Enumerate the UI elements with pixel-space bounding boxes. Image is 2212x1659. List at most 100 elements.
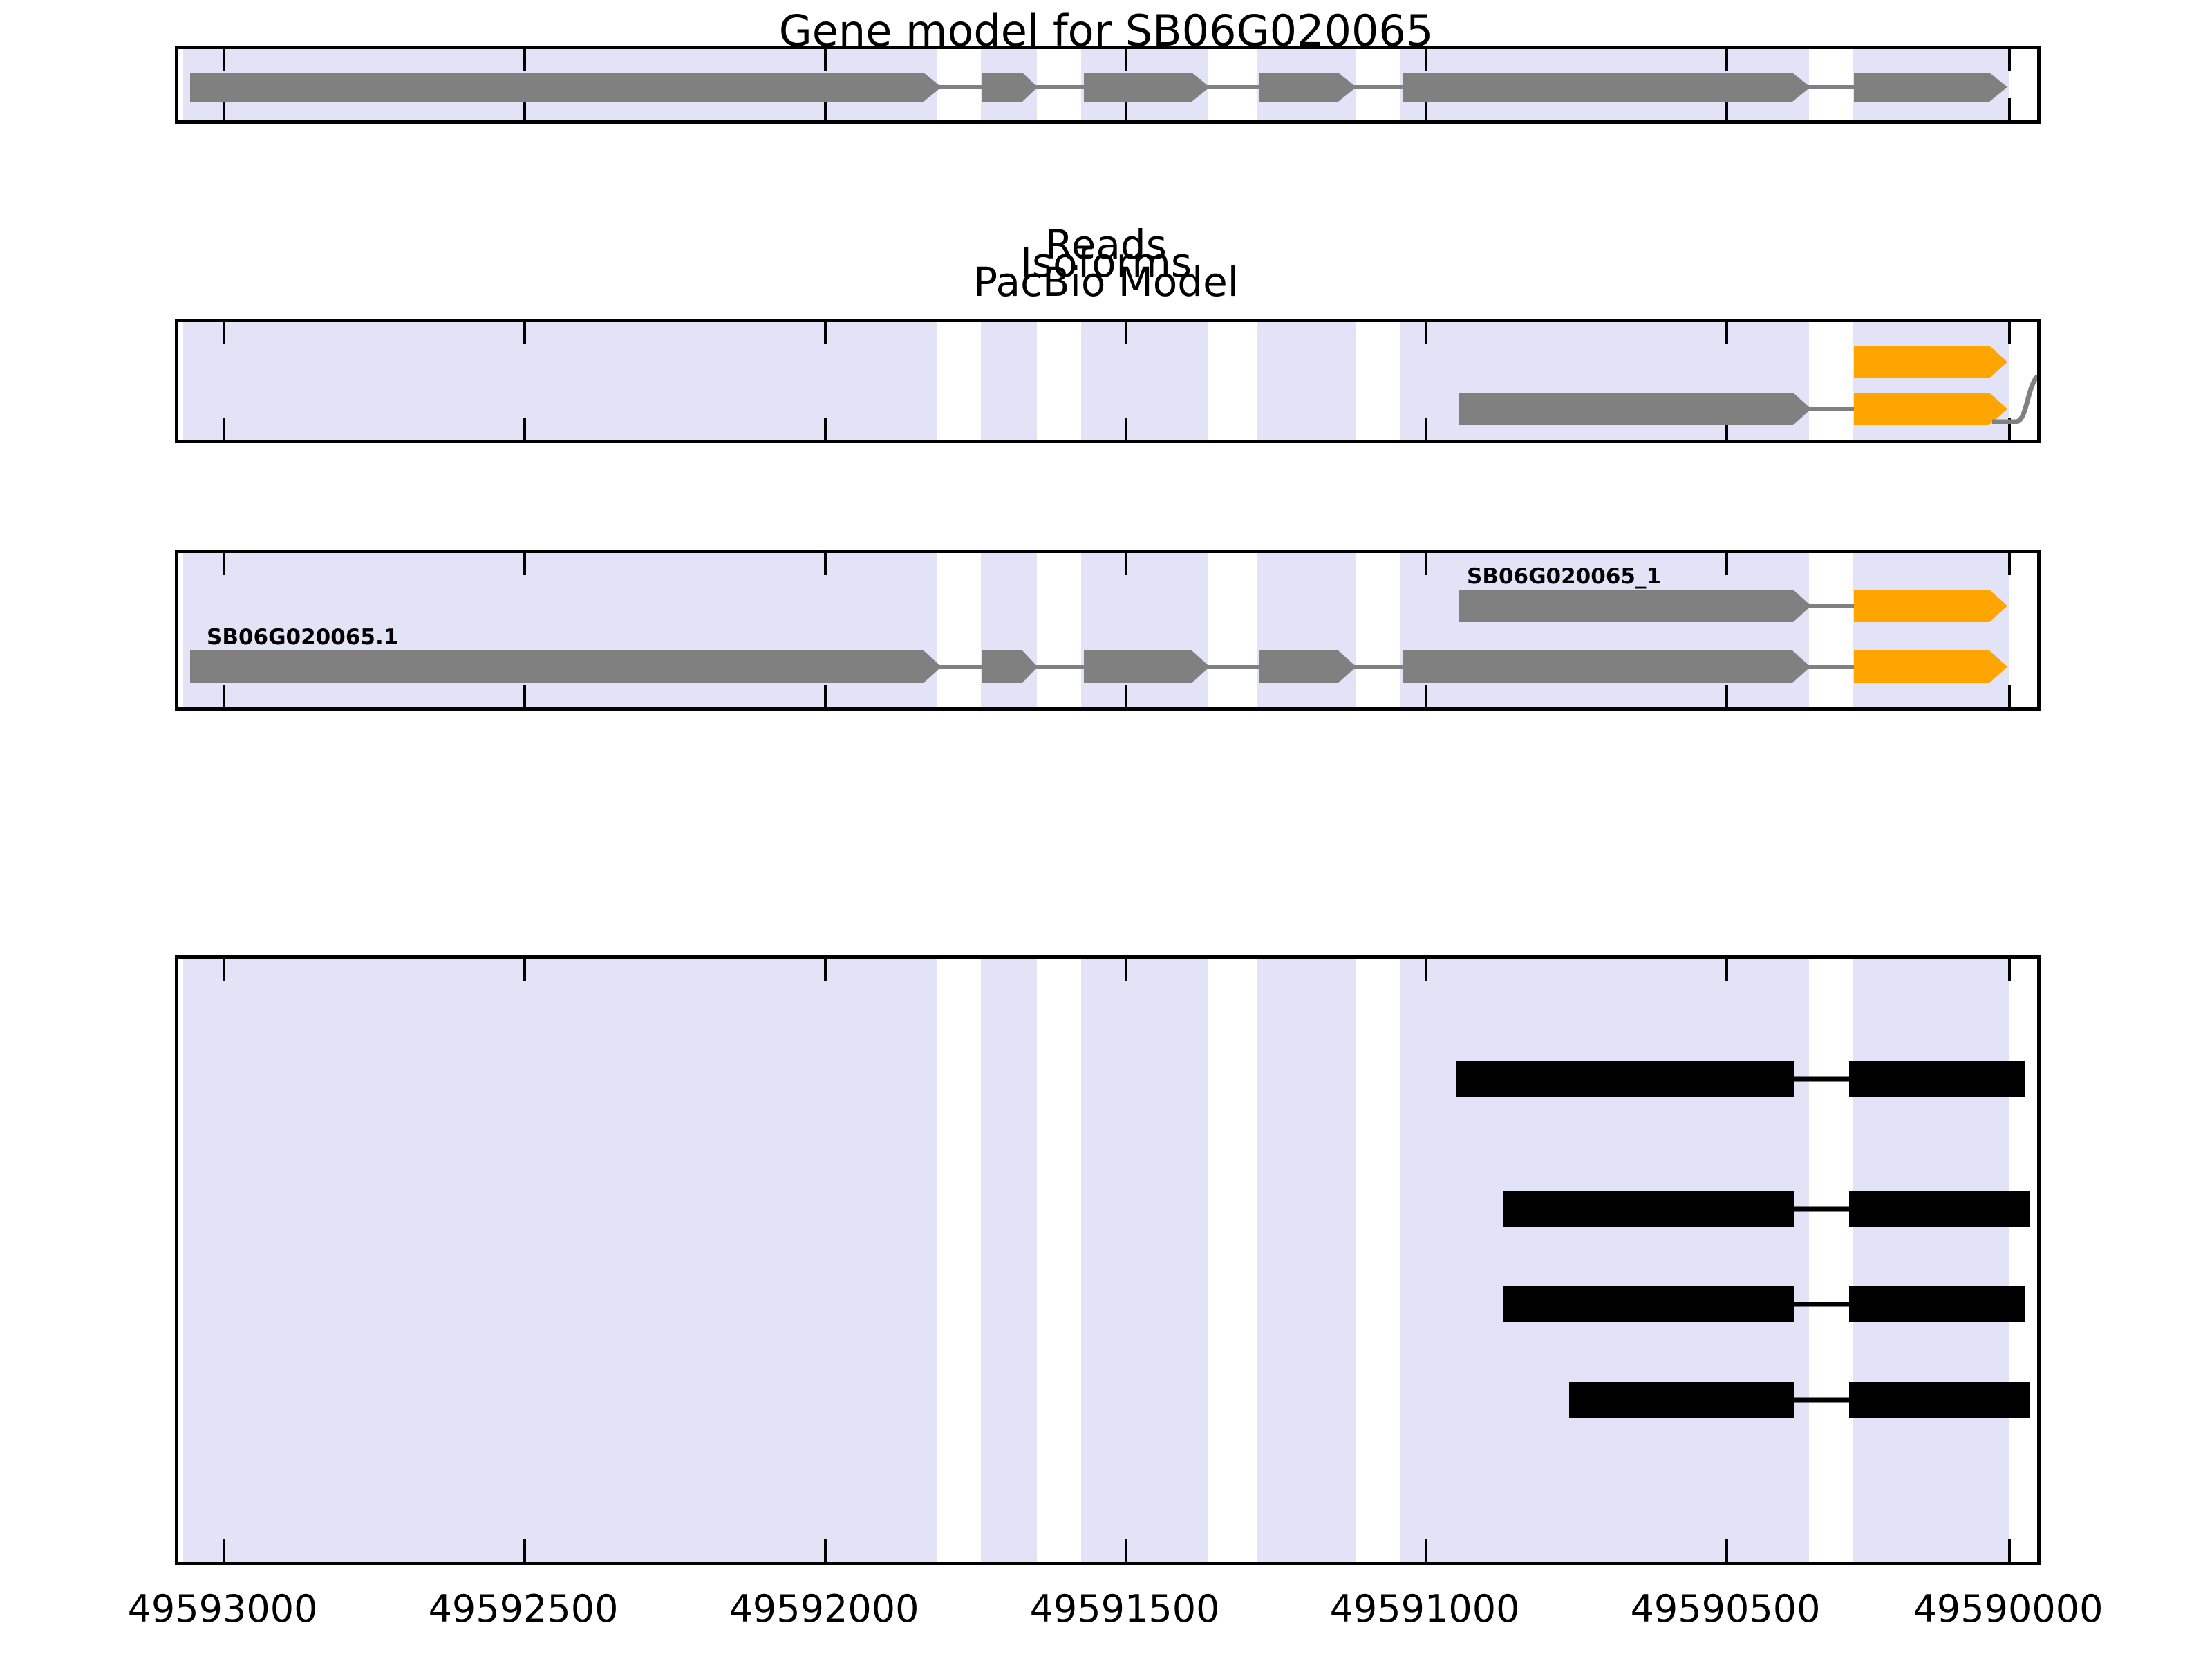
exon-highlight-band <box>1257 959 1356 1562</box>
panel-reads <box>175 955 2041 1565</box>
axis-tick <box>2008 1539 2011 1562</box>
read-row[interactable] <box>178 1382 2037 1418</box>
exon-block[interactable] <box>1459 393 1811 425</box>
read-row[interactable] <box>178 1286 2037 1322</box>
x-axis-tick-label: 49590500 <box>1630 1587 1821 1631</box>
intron-line <box>1790 1397 1853 1403</box>
exon-highlight-band <box>183 959 937 1562</box>
isoform-row[interactable] <box>178 650 2037 683</box>
read-block[interactable] <box>1849 1286 2025 1322</box>
panel-title-reads: Reads <box>1045 221 1167 268</box>
axis-tick <box>2008 959 2011 981</box>
axis-tick <box>824 418 827 440</box>
intron-line <box>1351 85 1406 89</box>
exon-highlight-band <box>1400 959 1809 1562</box>
axis-tick <box>1725 959 1728 981</box>
panel-title-pacbio: PacBio Model <box>973 259 1239 306</box>
axis-tick <box>523 1539 526 1562</box>
intron-line <box>1790 1076 1853 1082</box>
axis-tick <box>2008 322 2011 344</box>
axis-tick <box>2008 98 2011 120</box>
exon-block[interactable] <box>1854 590 2007 622</box>
axis-tick <box>824 685 827 707</box>
axis-tick <box>223 49 225 71</box>
axis-tick <box>824 1539 827 1562</box>
panel-title-isoforms: Isoforms <box>1020 239 1192 286</box>
axis-tick <box>1725 98 1728 120</box>
axis-tick <box>1725 553 1728 575</box>
axis-tick <box>1125 49 1127 71</box>
highlight-bands-reads <box>178 959 2037 1562</box>
intron-line <box>1205 664 1263 669</box>
axis-tick <box>2008 685 2011 707</box>
axis-tick <box>1425 553 1427 575</box>
axis-tick <box>223 959 225 981</box>
read-row[interactable] <box>178 1061 2037 1097</box>
axis-tick <box>824 49 827 71</box>
axis-tick <box>824 553 827 575</box>
exon-highlight-band <box>981 322 1037 440</box>
intron-line <box>937 664 986 669</box>
exon-block[interactable] <box>1854 346 2007 378</box>
isoform-row[interactable] <box>178 590 2037 622</box>
axis-tick <box>1425 49 1427 71</box>
axis-tick <box>1725 685 1728 707</box>
exon-highlight-band <box>1257 322 1356 440</box>
read-block[interactable] <box>1503 1286 1794 1322</box>
exon-block[interactable] <box>1084 650 1210 683</box>
axis-tick <box>223 322 225 344</box>
exon-highlight-band <box>1081 959 1208 1562</box>
x-axis-tick-label: 49593000 <box>127 1587 318 1631</box>
exon-block[interactable] <box>1854 650 2007 683</box>
axis-tick <box>523 553 526 575</box>
intron-line <box>937 85 986 89</box>
axis-tick <box>1125 1539 1127 1562</box>
axis-tick <box>523 49 526 71</box>
read-block[interactable] <box>1849 1191 2030 1227</box>
axis-ticks-gene <box>178 49 2037 120</box>
intron-line <box>1790 1206 1853 1212</box>
axis-tick <box>1125 322 1127 344</box>
exon-block[interactable] <box>1854 73 2007 102</box>
read-block[interactable] <box>1849 1382 2030 1418</box>
axis-tick <box>1425 98 1427 120</box>
exon-block[interactable] <box>982 650 1038 683</box>
x-axis-tick-label: 49591500 <box>1029 1587 1220 1631</box>
exon-block[interactable] <box>1854 393 2007 425</box>
exon-highlight-band <box>981 959 1037 1562</box>
axis-tick <box>223 418 225 440</box>
axis-tick <box>1125 685 1127 707</box>
read-block[interactable] <box>1569 1382 1794 1418</box>
exon-block[interactable] <box>1259 650 1356 683</box>
intron-line <box>1205 85 1263 89</box>
axis-tick <box>1425 418 1427 440</box>
exon-block[interactable] <box>1084 73 1210 102</box>
axis-tick <box>223 553 225 575</box>
exon-block[interactable] <box>190 73 941 102</box>
exon-block[interactable] <box>190 650 941 683</box>
read-row[interactable] <box>178 1191 2037 1227</box>
intron-line <box>1790 1302 1853 1307</box>
axis-tick <box>2008 553 2011 575</box>
exon-highlight-band <box>183 322 937 440</box>
axis-tick <box>1425 1539 1427 1562</box>
read-block[interactable] <box>1503 1191 1794 1227</box>
axis-tick <box>2008 49 2011 71</box>
intron-line <box>1351 664 1406 669</box>
axis-tick <box>1125 98 1127 120</box>
intron-line <box>1033 664 1087 669</box>
read-block[interactable] <box>1849 1061 2025 1097</box>
x-axis-tick-label: 49592500 <box>428 1587 619 1631</box>
pacbio-isoform-row <box>178 346 2037 378</box>
read-block[interactable] <box>1456 1061 1794 1097</box>
exon-block[interactable] <box>1403 650 1810 683</box>
x-axis-tick-label: 49590000 <box>1913 1587 2103 1631</box>
highlight-bands-pacbio <box>178 322 2037 440</box>
exon-block[interactable] <box>1259 73 1356 102</box>
exon-block[interactable] <box>1459 590 1811 622</box>
axis-tick <box>1425 322 1427 344</box>
x-axis-tick-label: 49591000 <box>1329 1587 1520 1631</box>
exon-block[interactable] <box>1403 73 1810 102</box>
exon-block[interactable] <box>982 73 1038 102</box>
axis-tick <box>223 98 225 120</box>
